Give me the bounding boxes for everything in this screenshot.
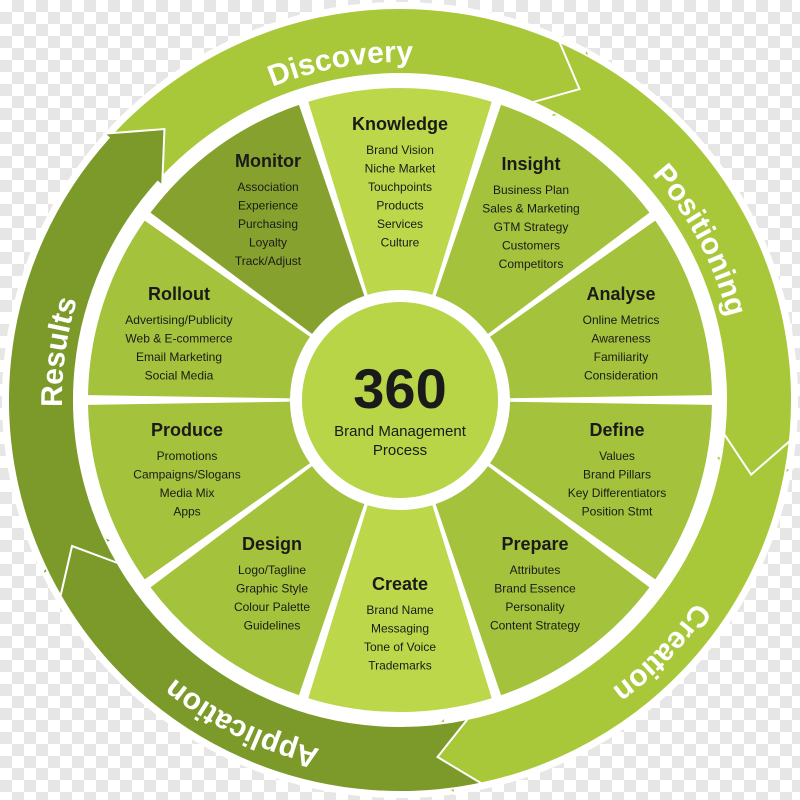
segment-item: Culture: [381, 236, 420, 250]
segment-item: Email Marketing: [136, 350, 222, 364]
segment-item: Sales & Marketing: [482, 202, 579, 216]
segment-item: Colour Palette: [234, 600, 310, 614]
segment-design: [150, 462, 367, 696]
segment-item: Track/Adjust: [235, 254, 302, 268]
segment-item: Graphic Style: [236, 582, 308, 596]
segment-title-rollout: Rollout: [148, 284, 210, 304]
segment-item: Familiarity: [594, 350, 649, 364]
segment-item: Brand Pillars: [583, 468, 651, 482]
center-label-line2: Process: [373, 442, 427, 459]
segment-item: Customers: [502, 239, 560, 253]
segment-item: Purchasing: [238, 217, 298, 231]
segment-title-prepare: Prepare: [501, 534, 568, 554]
segment-title-knowledge: Knowledge: [352, 114, 448, 134]
segment-monitor: [150, 104, 367, 338]
segment-title-produce: Produce: [151, 420, 223, 440]
segment-item: Business Plan: [493, 183, 569, 197]
segment-item: Online Metrics: [583, 313, 660, 327]
segment-item: GTM Strategy: [494, 220, 569, 234]
segment-item: Experience: [238, 199, 298, 213]
segment-item: Tone of Voice: [364, 640, 436, 654]
segment-item: Position Stmt: [582, 505, 653, 519]
segment-title-design: Design: [242, 534, 302, 554]
segment-item: Advertising/Publicity: [125, 313, 232, 327]
segment-item: Touchpoints: [368, 180, 432, 194]
segment-create: [308, 499, 492, 712]
segment-item: Consideration: [584, 369, 658, 383]
segment-item: Brand Essence: [494, 582, 576, 596]
segment-title-create: Create: [372, 574, 428, 594]
segment-item: Content Strategy: [490, 619, 580, 633]
segment-item: Key Differentiators: [568, 486, 667, 500]
segment-item: Social Media: [145, 369, 214, 383]
segment-item: Brand Name: [366, 603, 434, 617]
segment-analyse: [485, 220, 712, 399]
segment-item: Attributes: [510, 563, 561, 577]
segment-item: Association: [237, 180, 298, 194]
segment-title-analyse: Analyse: [586, 284, 655, 304]
segment-item: Apps: [173, 505, 200, 519]
segment-item: Values: [599, 449, 635, 463]
segment-title-define: Define: [589, 420, 644, 440]
segment-insight: [433, 104, 650, 338]
segment-rollout: [88, 220, 315, 399]
segment-item: Messaging: [371, 622, 429, 636]
segment-item: Competitors: [499, 257, 564, 271]
segment-item: Products: [376, 199, 423, 213]
segment-produce: [88, 401, 315, 580]
segment-item: Awareness: [591, 332, 650, 346]
segment-item: Personality: [505, 600, 564, 614]
segment-item: Trademarks: [368, 659, 432, 673]
center-circle: [302, 302, 498, 498]
segment-item: Web & E-commerce: [125, 332, 232, 346]
segment-item: Media Mix: [160, 486, 215, 500]
segment-item: Services: [377, 217, 423, 231]
segment-item: Brand Vision: [366, 143, 434, 157]
segment-title-monitor: Monitor: [235, 151, 301, 171]
segment-item: Campaigns/Slogans: [133, 468, 240, 482]
segment-item: Niche Market: [365, 162, 436, 176]
segment-item: Promotions: [157, 449, 218, 463]
segment-knowledge: [308, 88, 492, 301]
outer-arrow-ring: [7, 7, 795, 797]
segment-prepare: [433, 462, 650, 696]
segment-define: [485, 401, 712, 580]
segment-title-insight: Insight: [502, 154, 561, 174]
segment-item: Guidelines: [244, 619, 301, 633]
arrow-results: [7, 127, 166, 599]
center-number: 360: [353, 357, 446, 420]
segment-item: Loyalty: [249, 236, 287, 250]
center-label-line1: Brand Management: [334, 423, 467, 440]
segment-item: Logo/Tagline: [238, 563, 306, 577]
